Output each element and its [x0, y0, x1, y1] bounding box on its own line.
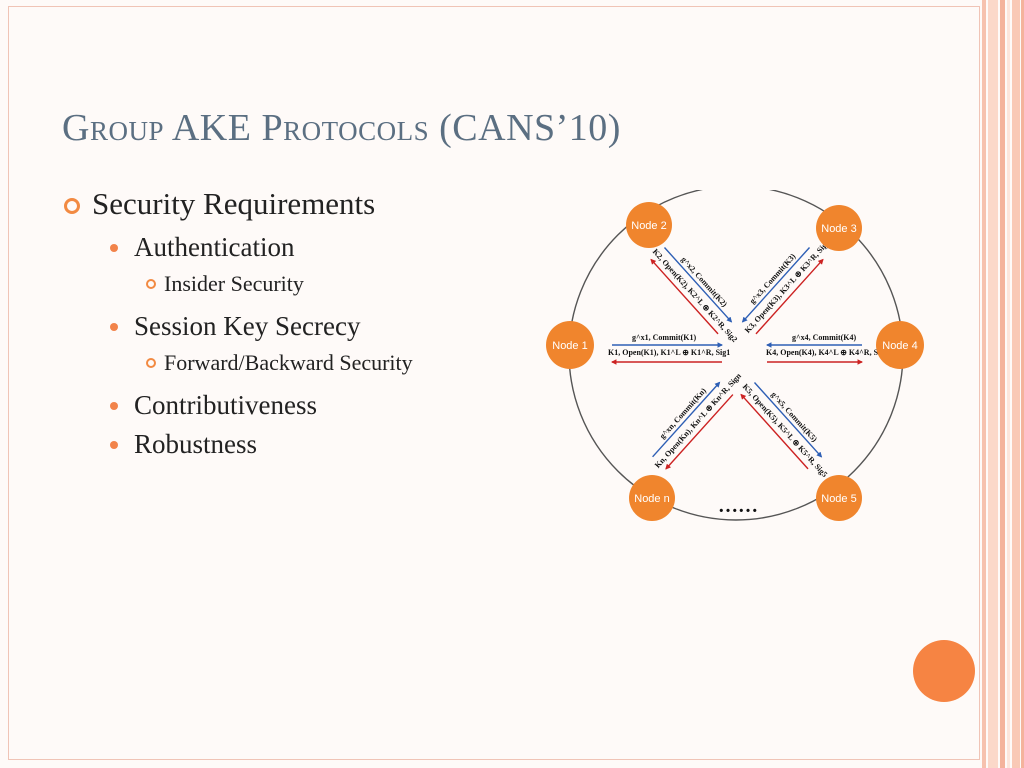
message-group-node2: g^x2, Commit(K2) K2, Open(K2), K2^L ⊕ K2… [650, 247, 739, 344]
message-group-noden: g^xn, Commit(Kn) Kn, Open(Kn), Kn^L ⊕ Kn… [652, 371, 743, 470]
decorative-stripe [1007, 0, 1010, 768]
red-arrow [755, 258, 824, 335]
blue-arrow [753, 382, 823, 458]
node-label: Node n [634, 493, 669, 505]
bullet-text: Robustness [134, 429, 258, 459]
node-2: Node 2 [626, 202, 672, 248]
decorative-stripe [1000, 0, 1005, 768]
message-label: K5, Open(K5), K5^L ⊕ K5^R, Sig5 [741, 382, 829, 479]
node-5: Node 5 [816, 475, 862, 521]
slide-title: Group AKE Protocols (CANS’10) [62, 107, 621, 149]
decorative-stripe [988, 0, 998, 768]
message-group-node5: g^x5, Commit(K5) K5, Open(K5), K5^L ⊕ K5… [740, 382, 829, 479]
node-4: Node 4 [876, 321, 924, 369]
node-circle [816, 475, 862, 521]
blue-arrow [663, 247, 733, 323]
node-circle [546, 321, 594, 369]
bullet-marker [146, 358, 156, 368]
message-label: K2, Open(K2), K2^L ⊕ K2^R, Sig2 [651, 247, 739, 344]
bullet-security-requirements: Security Requirements [64, 186, 413, 222]
bullet-text: Security Requirements [92, 186, 376, 221]
node-n: Node n [629, 475, 675, 521]
node-1: Node 1 [546, 321, 594, 369]
bullet-marker [64, 198, 80, 214]
message-label: g^x4, Commit(K4) [792, 333, 857, 342]
message-group-node1: g^x1, Commit(K1) K1, Open(K1), K1^L ⊕ K1… [608, 333, 730, 365]
node-label: Node 4 [882, 340, 917, 352]
bullet-session-key-secrecy: Session Key Secrecy [110, 311, 413, 342]
bullet-text: Forward/Backward Security [164, 350, 413, 375]
bullet-authentication: Authentication [110, 232, 413, 263]
message-group-node3: g^x3, Commit(K3) K3, Open(K3), K3^L ⊕ K3… [741, 238, 831, 335]
message-group-node4: g^x4, Commit(K4) K4, Open(K4), K4^L ⊕ K4… [765, 333, 888, 365]
ellipsis-label: …… [718, 495, 758, 517]
node-3: Node 3 [816, 205, 862, 251]
node-circle [626, 202, 672, 248]
bullet-marker [146, 279, 156, 289]
bullet-robustness: Robustness [110, 429, 413, 460]
decorative-stripe [1012, 0, 1020, 768]
blue-arrow [741, 247, 811, 323]
decorative-stripe [1021, 0, 1024, 768]
node-circle [816, 205, 862, 251]
decorative-circle [913, 640, 975, 702]
node-circle [629, 475, 675, 521]
bullet-contributiveness: Contributiveness [110, 390, 413, 421]
message-label: K1, Open(K1), K1^L ⊕ K1^R, Sig1 [608, 348, 730, 357]
node-circle [876, 321, 924, 369]
bullet-text: Contributiveness [134, 390, 317, 420]
red-arrow [665, 394, 734, 470]
bullet-text: Insider Security [164, 271, 304, 296]
red-arrow [740, 393, 809, 470]
protocol-diagram: g^x1, Commit(K1) K1, Open(K1), K1^L ⊕ K1… [546, 190, 924, 521]
decorative-stripe [982, 0, 986, 768]
node-label: Node 3 [821, 223, 856, 235]
message-label: K4, Open(K4), K4^L ⊕ K4^R, Sig4 [766, 348, 888, 357]
bullet-list: Security Requirements Authentication Ins… [62, 186, 413, 468]
bullet-insider-security: Insider Security [146, 271, 413, 297]
node-label: Node 5 [821, 493, 856, 505]
message-label: Kn, Open(Kn), Kn^L ⊕ Kn^R, Sign [653, 371, 743, 470]
message-label: K3, Open(K3), K3^L ⊕ K3^R, Sig3 [743, 238, 831, 335]
node-label: Node 2 [631, 220, 666, 232]
node-label: Node 1 [552, 340, 587, 352]
bullet-marker [110, 323, 118, 331]
bullet-marker [110, 441, 118, 449]
slide-frame [8, 6, 980, 760]
red-arrow [650, 258, 719, 335]
blue-arrow [652, 381, 721, 458]
message-label: g^x1, Commit(K1) [632, 333, 697, 342]
bullet-text: Authentication [134, 232, 295, 262]
bullet-text: Session Key Secrecy [134, 311, 361, 341]
bullet-marker [110, 402, 118, 410]
bullet-marker [110, 244, 118, 252]
bullet-forward-backward-security: Forward/Backward Security [146, 350, 413, 376]
